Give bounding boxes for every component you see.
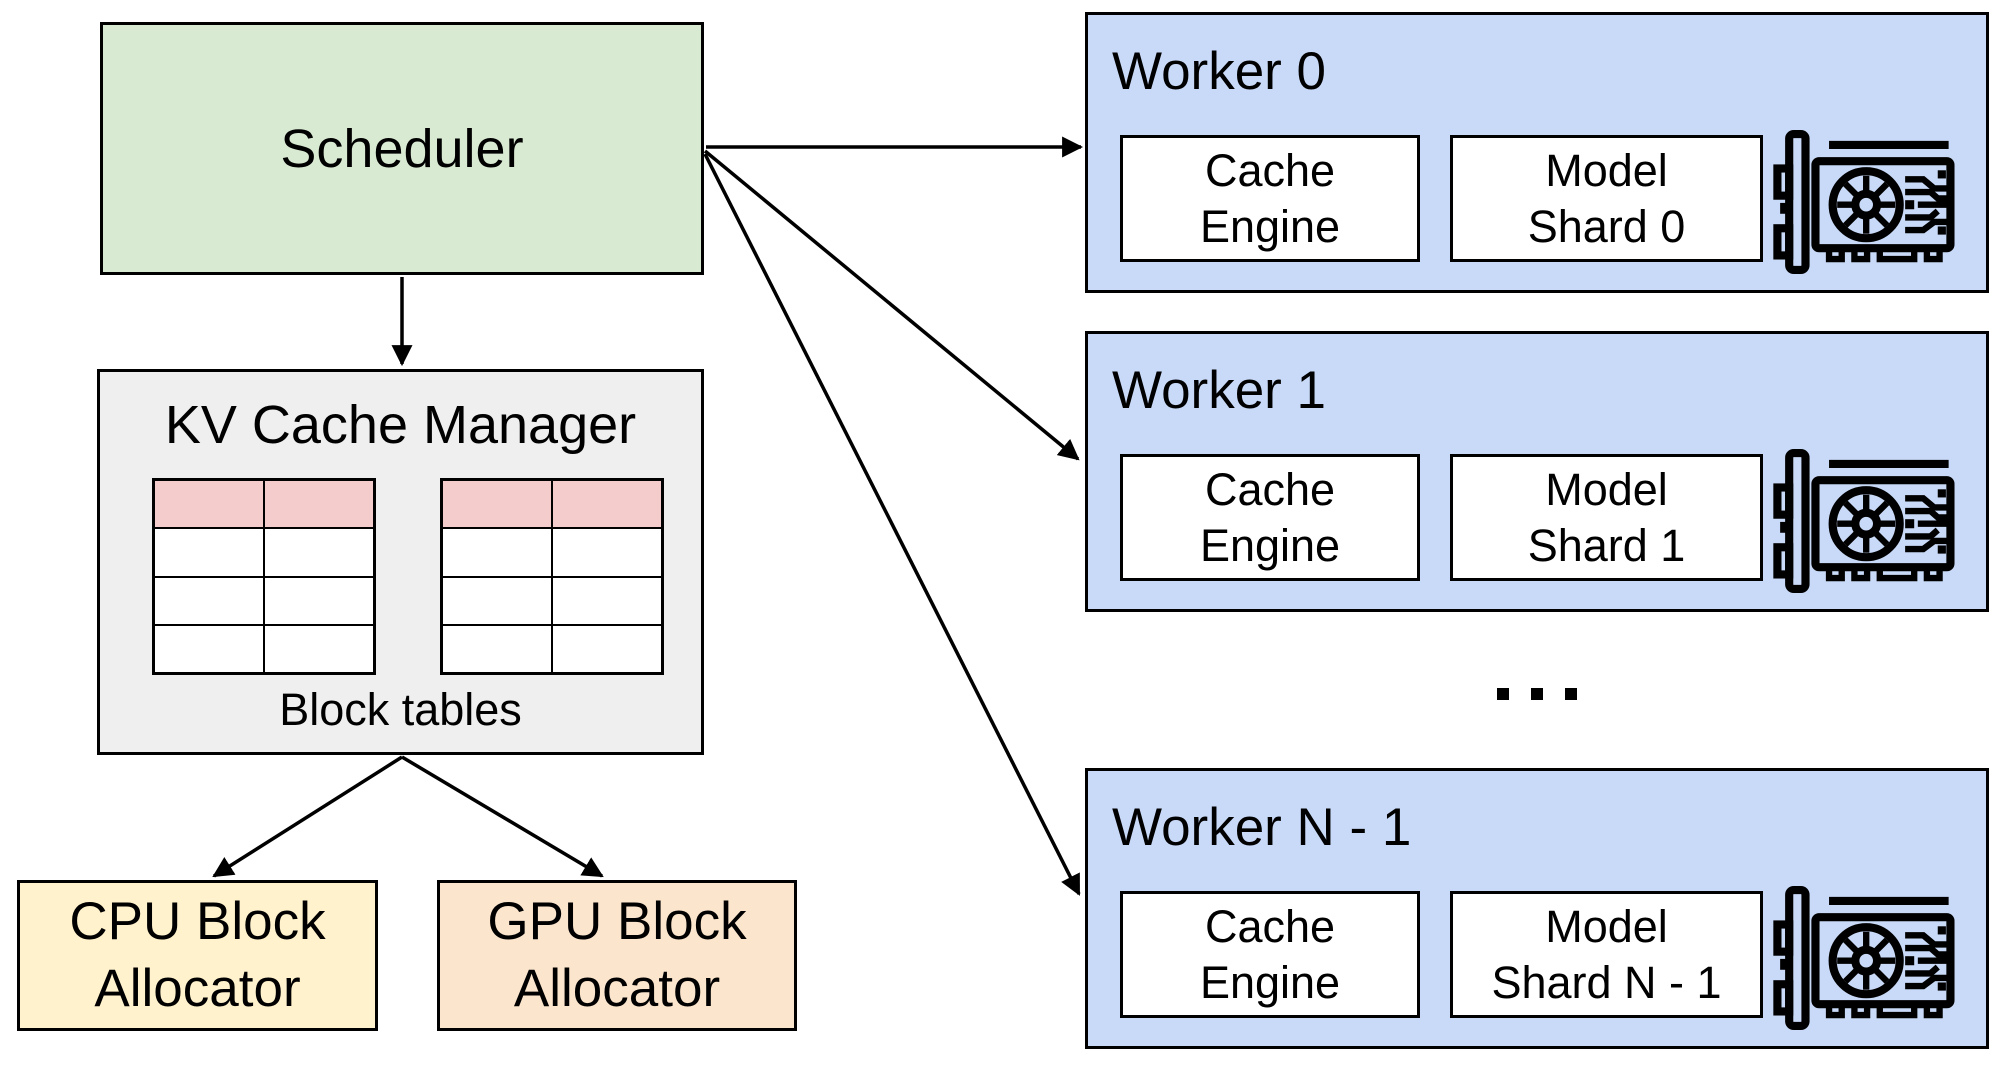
block-table: [152, 478, 376, 675]
cpu-allocator-line1: CPU Block: [69, 891, 326, 951]
cache-engine-box: Cache Engine: [1120, 454, 1420, 581]
gpu-allocator-line2: Allocator: [513, 958, 721, 1018]
arrow-kv-to-gpu-allocator: [401, 755, 604, 878]
scheduler-label: Scheduler: [280, 118, 524, 179]
worker-0-box: Worker 0 Cache Engine Model Shard 0: [1085, 12, 1989, 293]
kv-cache-manager-title: KV Cache Manager: [164, 395, 637, 455]
block-table: [440, 478, 664, 675]
worker-1-box: Worker 1 Cache Engine Model Shard 1: [1085, 331, 1989, 612]
arrow-scheduler-to-worker1: [703, 149, 1080, 461]
worker-n-1-box: Worker N - 1 Cache Engine Model Shard N …: [1085, 768, 1989, 1049]
gpu-card-icon: [1773, 448, 1955, 594]
model-shard-box: Model Shard 1: [1450, 454, 1763, 581]
cpu-allocator-line2: Allocator: [94, 958, 301, 1018]
gpu-card-icon: [1773, 129, 1955, 275]
gpu-card-icon: [1773, 885, 1955, 1031]
arrow-scheduler-to-workern: [703, 153, 1081, 896]
cache-engine-box: Cache Engine: [1120, 135, 1420, 262]
scheduler-box: Scheduler: [100, 22, 704, 275]
kv-cache-manager-box: KV Cache Manager Block tables: [97, 369, 704, 755]
gpu-allocator-line1: GPU Block: [487, 891, 747, 951]
cpu-block-allocator-box: CPU Block Allocator: [17, 880, 378, 1031]
gpu-block-allocator-box: GPU Block Allocator: [437, 880, 797, 1031]
arrow-kv-to-cpu-allocator: [212, 755, 403, 878]
model-shard-box: Model Shard N - 1: [1450, 891, 1763, 1018]
block-tables-caption: Block tables: [279, 684, 522, 735]
worker-title: Worker 0: [1112, 42, 1327, 101]
worker-title: Worker 1: [1112, 361, 1327, 420]
cache-engine-box: Cache Engine: [1120, 891, 1420, 1018]
worker-title: Worker N - 1: [1112, 798, 1412, 857]
model-shard-box: Model Shard 0: [1450, 135, 1763, 262]
workers-ellipsis: [1497, 688, 1577, 700]
